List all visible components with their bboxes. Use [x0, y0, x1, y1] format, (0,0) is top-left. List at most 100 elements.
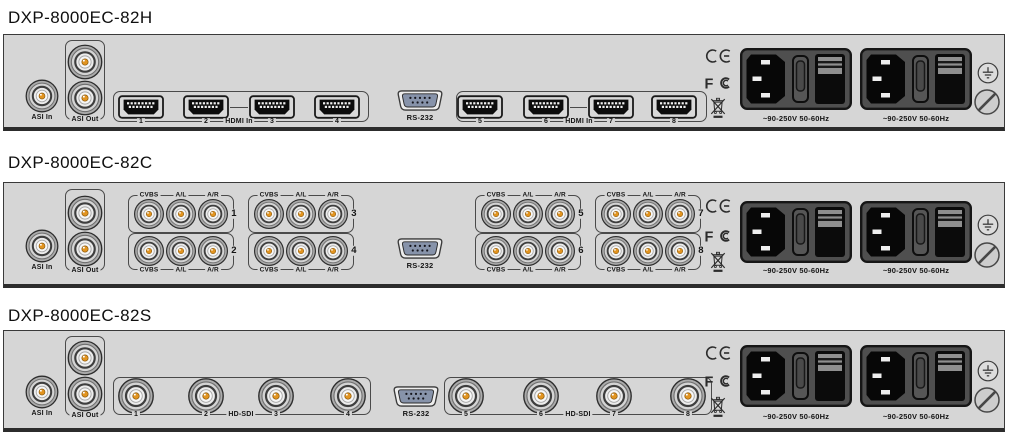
connector-label: A/R	[552, 191, 568, 199]
connector-label: A/L	[640, 191, 656, 199]
power-inlet-module-icon	[860, 48, 972, 110]
power-inlet-module-icon	[740, 345, 852, 407]
hdmi-port-icon	[118, 95, 164, 119]
hdmi-port-icon	[588, 95, 634, 119]
audio-left-bnc-connector-icon	[286, 236, 317, 267]
asi-in-bnc-connector-icon	[25, 229, 59, 263]
connector-label: 5	[475, 118, 485, 126]
cvbs-bnc-connector-icon	[601, 236, 632, 267]
weee-bin-icon	[710, 251, 726, 273]
connector-label: 2	[201, 118, 211, 126]
connector-label: HDMI In	[563, 118, 595, 126]
audio-right-bnc-connector-icon	[318, 199, 349, 230]
hd-sdi-bnc-connector-icon	[330, 378, 367, 415]
rs232-label: RS-232	[400, 408, 432, 419]
connector-label: HD-SDI	[563, 411, 593, 419]
asi-in-bnc-connector-icon	[25, 375, 59, 409]
connector-label: A/R	[325, 266, 341, 274]
rs232-label: RS-232	[404, 260, 436, 271]
hd-sdi-bnc-connector-icon	[670, 378, 707, 415]
connector-label: 3	[271, 411, 281, 419]
connector-label: 4	[332, 118, 342, 126]
rs232-db9-port-icon	[397, 238, 443, 261]
cvbs-bnc-connector-icon	[601, 199, 632, 230]
audio-left-bnc-connector-icon	[513, 236, 544, 267]
rs232-db9-port-icon	[397, 90, 443, 113]
cvbs-bnc-connector-icon	[481, 199, 512, 230]
audio-left-bnc-connector-icon	[166, 199, 197, 230]
audio-left-bnc-connector-icon	[633, 199, 664, 230]
asi-out-bnc-connector-icon	[67, 340, 103, 376]
hd-sdi-bnc-connector-icon	[448, 378, 485, 415]
connector-label: HD-SDI	[226, 411, 256, 419]
connector-label: A/R	[205, 266, 221, 274]
asi-out-bnc-connector-icon	[67, 44, 103, 80]
audio-left-bnc-connector-icon	[286, 199, 317, 230]
audio-right-bnc-connector-icon	[665, 199, 696, 230]
channel-number: 5	[577, 207, 585, 220]
channel-number: 8	[697, 244, 705, 257]
channel-number: 4	[350, 244, 358, 257]
connector-label: A/L	[173, 266, 189, 274]
asi-out-label: ASI Out	[69, 116, 101, 124]
audio-right-bnc-connector-icon	[198, 199, 229, 230]
connector-label: A/L	[640, 266, 656, 274]
asi-out-label: ASI Out	[69, 412, 101, 420]
hdmi-port-icon	[314, 95, 360, 119]
connector-label: CVBS	[137, 266, 161, 274]
rs232-label: RS-232	[404, 112, 436, 123]
power-inlet-module-icon	[860, 345, 972, 407]
model-title: DXP-8000EC-82H	[8, 8, 153, 27]
connector-label: 6	[536, 411, 546, 419]
asi-out-label: ASI Out	[69, 267, 101, 275]
connector-label: 3	[267, 118, 277, 126]
audio-left-bnc-connector-icon	[166, 236, 197, 267]
asi-in-label: ASI In	[29, 264, 55, 272]
ce-mark-icon	[705, 48, 731, 64]
connector-label: CVBS	[484, 191, 508, 199]
hdmi-port-icon	[249, 95, 295, 119]
cvbs-bnc-connector-icon	[134, 199, 165, 230]
svg-text:F: F	[705, 77, 714, 92]
connector-label: A/L	[173, 191, 189, 199]
connector-label: 1	[131, 411, 141, 419]
power-rating-label: ~90-250V 50-60Hz	[760, 113, 832, 124]
audio-right-bnc-connector-icon	[198, 236, 229, 267]
channel-number: 7	[697, 207, 705, 220]
hdmi-port-icon	[457, 95, 503, 119]
power-rating-label: ~90-250V 50-60Hz	[880, 265, 952, 276]
connector-label: A/L	[520, 266, 536, 274]
asi-out-bnc-connector-icon	[67, 195, 103, 231]
model-title: DXP-8000EC-82S	[8, 306, 152, 325]
connector-label: A/R	[672, 191, 688, 199]
connector-label: 8	[683, 411, 693, 419]
connector-label: A/R	[552, 266, 568, 274]
fcc-mark-icon: F	[705, 75, 732, 93]
ce-mark-icon	[705, 345, 731, 361]
connector-label: CVBS	[604, 191, 628, 199]
connector-link-line	[570, 106, 587, 108]
asi-in-label: ASI In	[29, 114, 55, 122]
connector-label: A/L	[293, 266, 309, 274]
asi-in-bnc-connector-icon	[25, 79, 59, 113]
channel-number: 2	[230, 244, 238, 257]
cvbs-bnc-connector-icon	[254, 199, 285, 230]
svg-text:F: F	[705, 230, 714, 245]
ground-terminal-icon	[977, 360, 999, 382]
audio-left-bnc-connector-icon	[513, 199, 544, 230]
connector-label: 7	[609, 411, 619, 419]
connector-label: CVBS	[257, 266, 281, 274]
connector-label: A/R	[325, 191, 341, 199]
connector-label: 5	[461, 411, 471, 419]
connector-label: A/R	[205, 191, 221, 199]
cvbs-bnc-connector-icon	[481, 236, 512, 267]
hdmi-port-icon	[523, 95, 569, 119]
fcc-mark-icon: F	[705, 228, 732, 246]
cvbs-bnc-connector-icon	[134, 236, 165, 267]
channel-number: 6	[577, 244, 585, 257]
screw-icon	[974, 387, 1001, 414]
